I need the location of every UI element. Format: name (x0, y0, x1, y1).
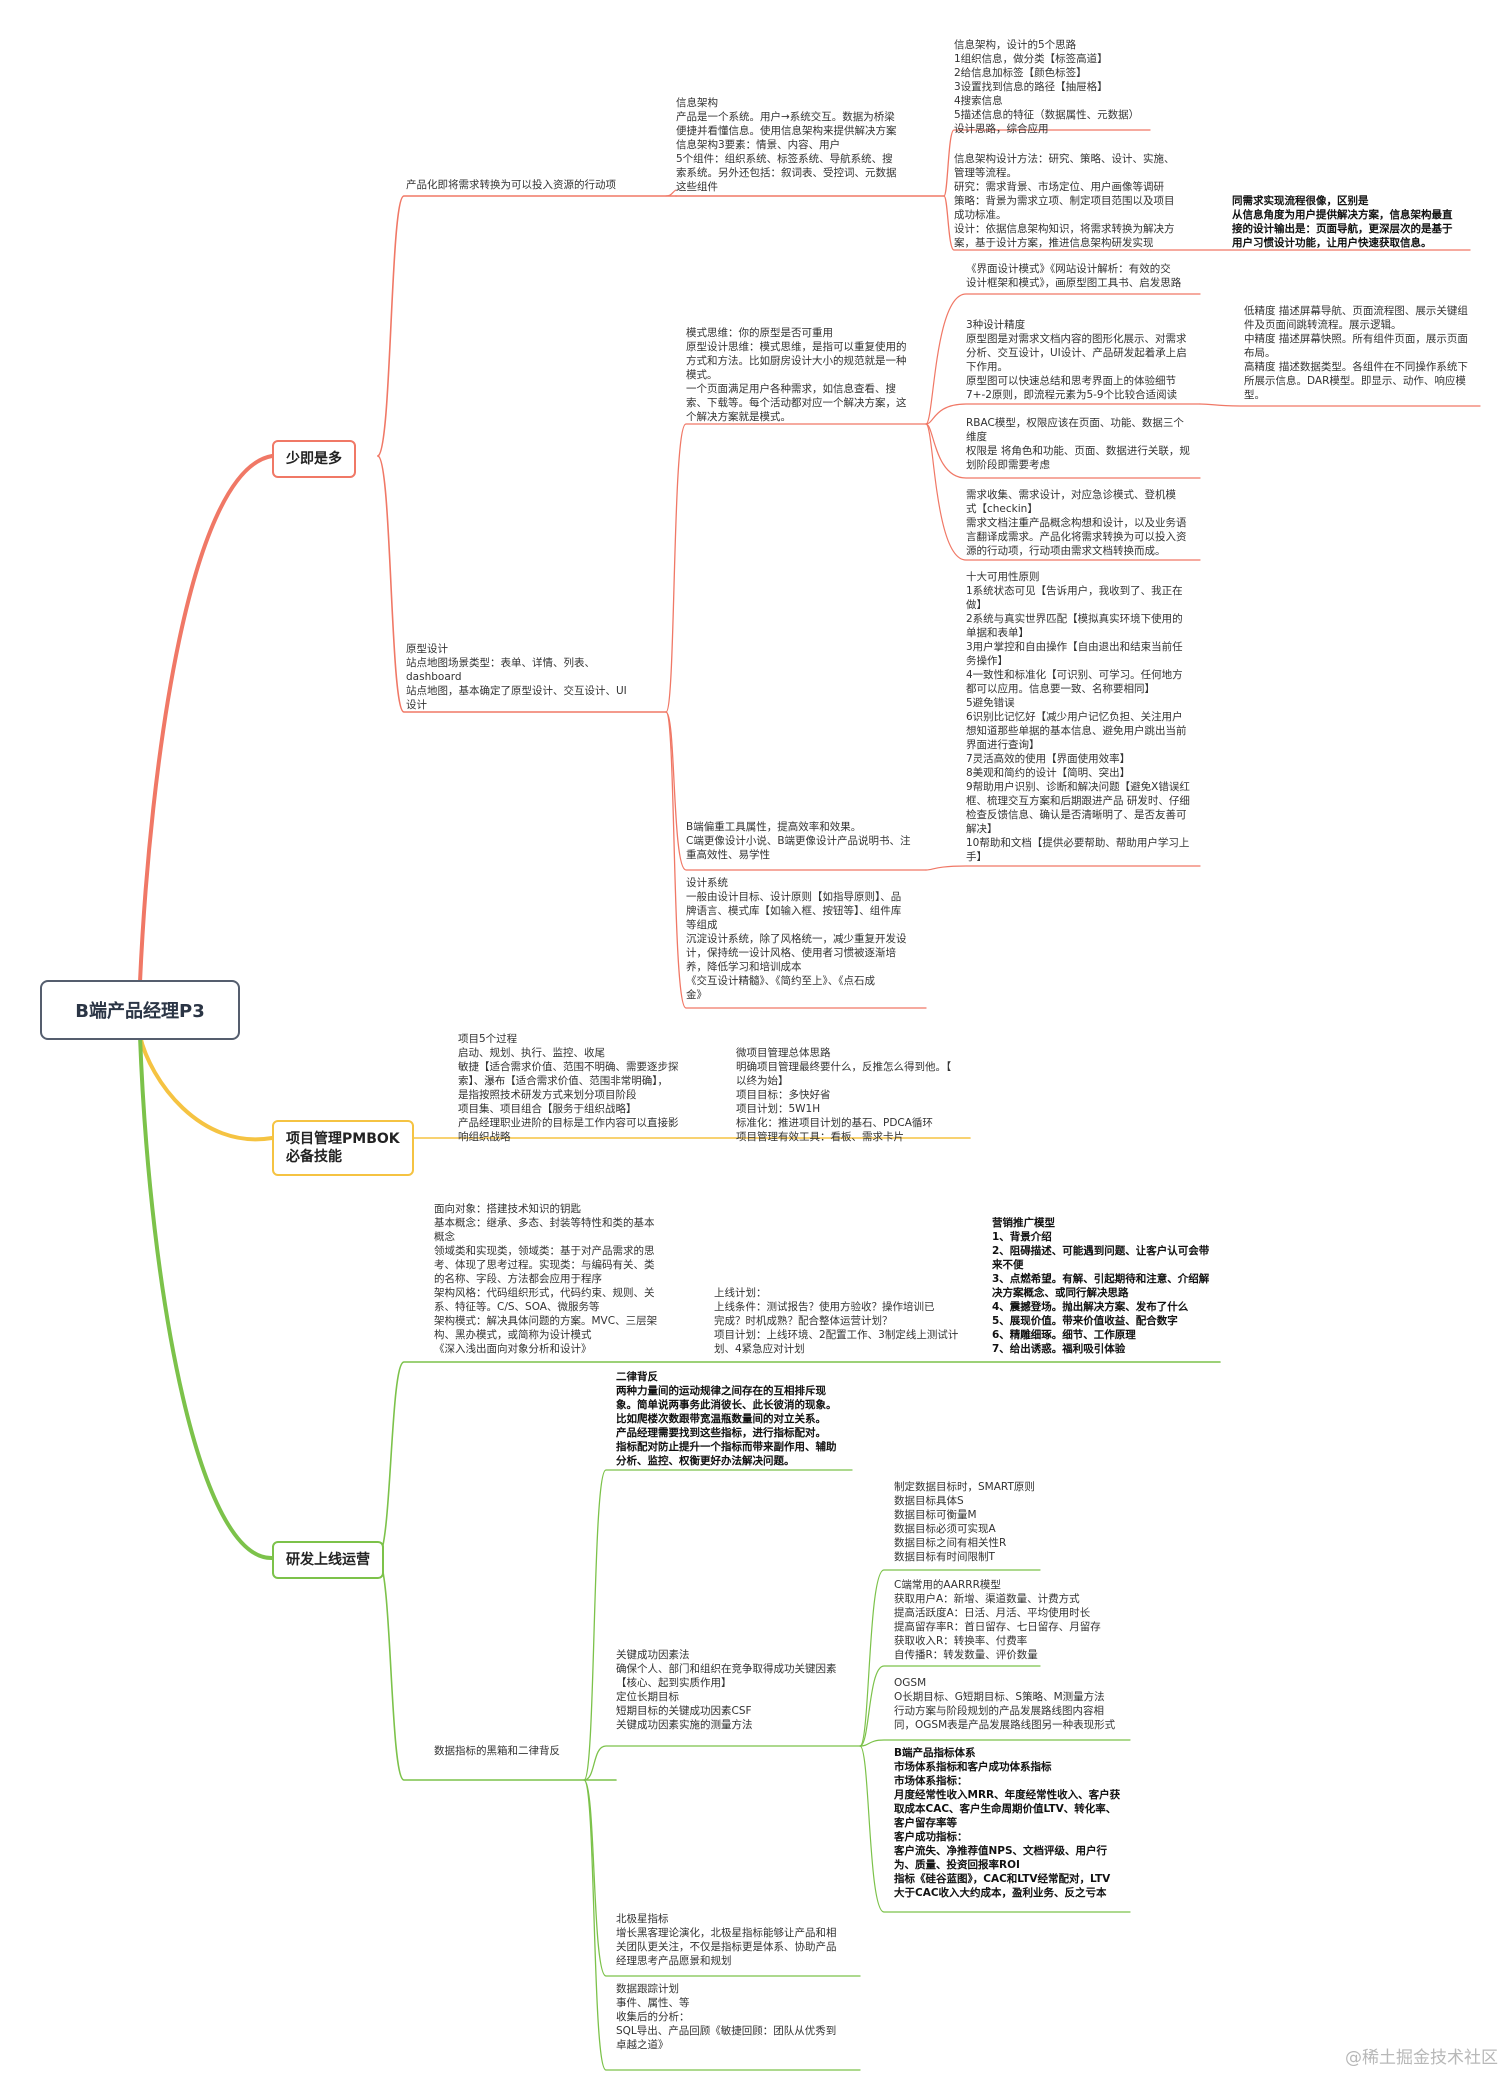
to-antinomy (583, 1469, 853, 1781)
to-b-metrics (859, 1745, 1131, 1913)
antinomy-node[interactable]: 二律背反 两种力量间的运动规律之间存在的互相排斥现 象。简单说两事务此消彼长、此… (616, 1371, 837, 1467)
data-metrics-node[interactable]: 数据指标的黑箱和二律背反 (434, 1745, 560, 1757)
b1-to-prototype (377, 455, 667, 713)
object-oriented-node[interactable]: 面向对象：搭建技术知识的钥匙 基本概念：继承、多态、封装等特性和类的基本 概念 … (434, 1203, 658, 1355)
branch-less-is-more[interactable]: 少即是多 (272, 440, 356, 478)
marketing-model-node[interactable]: 营销推广模型 1、背景介绍 2、阻碍描述、可能遇到问题、让客户认可会带 来不便 … (992, 1217, 1210, 1355)
to-ogsm (859, 1739, 1131, 1747)
smart-node[interactable]: 制定数据目标时，SMART原则 数据目标具体S 数据目标可衡量M 数据目标必须可… (894, 1481, 1035, 1563)
branch-pmbok[interactable]: 项目管理PMBOK 必备技能 (272, 1120, 414, 1176)
project-process-node[interactable]: 项目5个过程 启动、规划、执行、监控、收尾 敏捷【适合需求价值、范围不明确、需要… (458, 1033, 679, 1143)
to-aarrr (859, 1665, 1041, 1747)
ia-five-ideas-node[interactable]: 信息架构，设计的5个思路 1组织信息，做分类【标签高道】 2给信息加标签【颜色标… (954, 39, 1140, 135)
to-rbac (925, 423, 1201, 479)
north-star-node[interactable]: 北极星指标 增长黑客理论演化，北极星指标能够让产品和相 关团队更关注，不仅是指标… (616, 1913, 837, 1967)
ia-join (665, 189, 677, 197)
to-requirement (925, 423, 1201, 561)
data-tracking-node[interactable]: 数据跟踪计划 事件、属性、等 收集后的分析： SQL导出、产品回顾《敏捷回顾：团… (616, 1983, 837, 2051)
b1-to-productization (377, 195, 677, 457)
to-north-star (583, 1779, 861, 1977)
watermark: @稀土掘金技术社区 (1345, 2048, 1498, 2068)
ia-design-method-node[interactable]: 信息架构设计方法：研究、策略、设计、实施、 管理等流程。 研究：需求背景、市场定… (954, 153, 1175, 249)
requirement-collection-node[interactable]: 需求收集、需求设计，对应急诊模式、登机模 式【checkin】 需求文档注重产品… (966, 489, 1187, 557)
root-to-b2 (138, 1034, 274, 1142)
to-pattern (665, 423, 927, 713)
launch-plan-node[interactable]: 上线计划： 上线条件：测试报告？使用方验收？操作培训已 完成？时机成熟？配合整体… (714, 1287, 959, 1355)
pattern-thinking-node[interactable]: 模式思维：你的原型是否可重用 原型设计思维：模式思维，是指可以重复使用的 方式和… (686, 327, 907, 423)
info-architecture-node[interactable]: 信息架构 产品是一个系统。用户→系统交互。数据为桥梁 便捷并看懂信息。使用信息架… (676, 97, 897, 193)
to-b-side (665, 711, 927, 871)
b-side-tool-node[interactable]: B端偏重工具属性，提高效率和效果。 C端更像设计小说、B端更像设计产品说明书、注… (686, 821, 911, 861)
prototype-design-node[interactable]: 原型设计 站点地图场景类型：表单、详情、列表、 dashboard 站点地图，基… (406, 643, 627, 711)
to-precision (925, 403, 1201, 425)
root-to-b3 (138, 1034, 274, 1561)
to-design-system (665, 711, 927, 1009)
to-tracking (583, 1779, 861, 2071)
to-books (925, 293, 1201, 425)
branch-dev-launch-ops[interactable]: 研发上线运营 (272, 1541, 384, 1579)
to-smart (859, 1569, 1041, 1747)
ia-difference-node[interactable]: 同需求实现流程很像，区别是 从信息角度为用户提供解决方案，信息架构最直 接的设计… (1232, 195, 1453, 249)
root-to-b1 (138, 454, 274, 984)
root-node[interactable]: B端产品经理P3 (40, 980, 240, 1040)
rbac-node[interactable]: RBAC模型，权限应该在页面、功能、数据三个 维度 权限是 将角色和功能、页面、… (966, 417, 1190, 471)
to-ia-five (943, 129, 1151, 197)
precision-levels-node[interactable]: 低精度 描述屏幕导航、页面流程图、展示关键组 件及页面间跳转流程。展示逻辑。 中… (1244, 305, 1468, 401)
to-usability (925, 865, 1201, 871)
ogsm-node[interactable]: OGSM O长期目标、G短期目标、S策略、M测量方法 行动方案与阶段规划的产品发… (894, 1677, 1116, 1731)
aarrr-node[interactable]: C端常用的AARRR模型 获取用户A：新增、渠道数量、计费方式 提高活跃度A：日… (894, 1579, 1101, 1661)
b-metrics-node[interactable]: B端产品指标体系 市场体系指标和客户成功体系指标 市场体系指标： 月度经常性收入… (894, 1747, 1121, 1899)
micro-project-node[interactable]: 微项目管理总体思路 明确项目管理最终要什么，反推怎么得到他。【 以终为始】 项目… (736, 1047, 952, 1143)
critical-success-node[interactable]: 关键成功因素法 确保个人、部门和组织在竞争取得成功关键因素 【核心、起到实质作用… (616, 1649, 837, 1731)
productization-node[interactable]: 产品化即将需求转换为可以投入资源的行动项 (406, 179, 616, 191)
three-precision-node[interactable]: 3种设计精度 原型图是对需求文档内容的图形化展示、对需求 分析、交互设计，UI设… (966, 319, 1187, 401)
design-system-node[interactable]: 设计系统 一般由设计目标、设计原则【如指导原则】、品 牌语言、模式库【如输入框、… (686, 877, 907, 1001)
to-ia-method (943, 195, 1151, 251)
ui-pattern-books-node[interactable]: 《界面设计模式》《网站设计解析：有效的交 设计框架和模式》，画原型图工具书、启发… (966, 263, 1182, 289)
usability-principles-node[interactable]: 十大可用性原则 1系统状态可见【告诉用户，我收到了、我正在 做】 2系统与真实世… (966, 571, 1190, 863)
to-precision-levels (1199, 403, 1481, 407)
to-csf (583, 1745, 861, 1781)
